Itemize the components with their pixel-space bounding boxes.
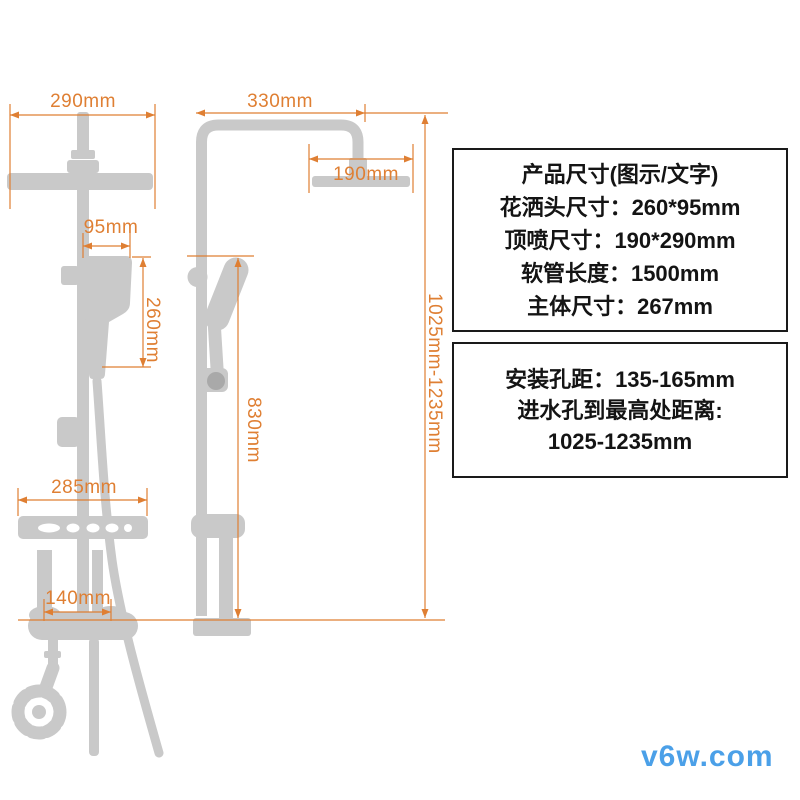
dim-label-290mm: 290mm	[50, 91, 116, 112]
front-view-silhouette	[187, 119, 410, 636]
dim-label-260mm: 260mm	[142, 297, 163, 363]
spec-line-inlet-to-top-value: 1025-1235mm	[547, 428, 693, 454]
spec-box-product-sizes: 产品尺寸(图示/文字) 花洒头尺寸：260*95mm 顶喷尺寸：190*290m…	[452, 148, 788, 332]
dim-label-1025-1235mm: 1025mm-1235mm	[424, 293, 445, 454]
dimension-lines	[9, 104, 448, 621]
dim-label-330mm: 330mm	[247, 91, 313, 112]
watermark-logo: v6w.com	[641, 740, 774, 773]
spec-line-top-spray-size: 顶喷尺寸：190*290mm	[504, 227, 736, 253]
spec-line-body-size: 主体尺寸：267mm	[527, 293, 713, 319]
spec-line-hole-distance: 安装孔距：135-165mm	[505, 366, 735, 392]
dim-label-190mm: 190mm	[333, 164, 399, 185]
dim-label-140mm: 140mm	[45, 588, 111, 609]
spec-line-shower-head-size: 花洒头尺寸：260*95mm	[499, 194, 741, 220]
spec-line-inlet-to-top-label: 进水孔到最高处距离:	[517, 397, 723, 423]
dim-label-95mm: 95mm	[83, 217, 139, 238]
side-view-silhouette	[7, 112, 164, 758]
spec-box-title: 产品尺寸(图示/文字)	[521, 161, 719, 187]
spec-line-hose-length: 软管长度：1500mm	[520, 260, 720, 286]
dimension-arrowheads	[10, 109, 429, 618]
dim-label-285mm: 285mm	[51, 477, 117, 498]
spec-box-installation: 安装孔距：135-165mm 进水孔到最高处距离: 1025-1235mm	[452, 342, 788, 478]
dim-label-830mm: 830mm	[243, 397, 264, 463]
